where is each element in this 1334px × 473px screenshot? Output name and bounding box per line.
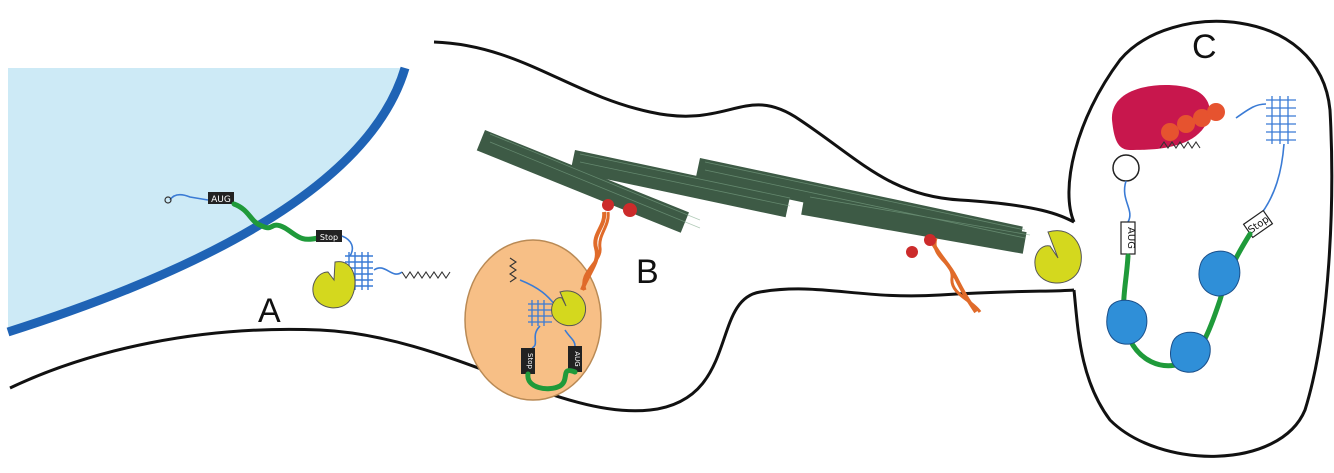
panel-c-translation: AUG Stop xyxy=(1107,85,1296,372)
rna-binding-protein-a xyxy=(313,262,355,308)
spine-hairpins xyxy=(1266,96,1296,144)
panel-label-b: B xyxy=(636,253,659,291)
motor-head-1 xyxy=(602,199,614,211)
ribosome-2 xyxy=(1171,332,1211,372)
motor-protein-granule xyxy=(582,199,637,290)
rna-binding-protein-spine-neck xyxy=(1035,231,1081,283)
motor-head-2 xyxy=(623,203,637,217)
poly-a-linker xyxy=(374,268,402,274)
aug-label-granule: AUG xyxy=(573,351,581,366)
stop-label-nucleus: Stop xyxy=(320,233,338,242)
panel-label-a: A xyxy=(258,292,281,330)
ribosome-1 xyxy=(1107,300,1147,344)
cap-binding-complex xyxy=(1113,155,1139,181)
three-prime-utr xyxy=(342,236,352,256)
microtubules xyxy=(477,130,1030,254)
panel-label-c: C xyxy=(1192,28,1217,66)
stop-label-granule: Stop xyxy=(526,353,534,369)
aug-label-spine: AUG xyxy=(1125,227,1136,249)
aug-label-nucleus: AUG xyxy=(211,195,231,205)
poly-a-tail xyxy=(402,272,450,278)
ribosome-3 xyxy=(1199,251,1240,296)
dendritic-spine-head xyxy=(1069,21,1332,456)
motor-protein-free xyxy=(906,234,980,312)
